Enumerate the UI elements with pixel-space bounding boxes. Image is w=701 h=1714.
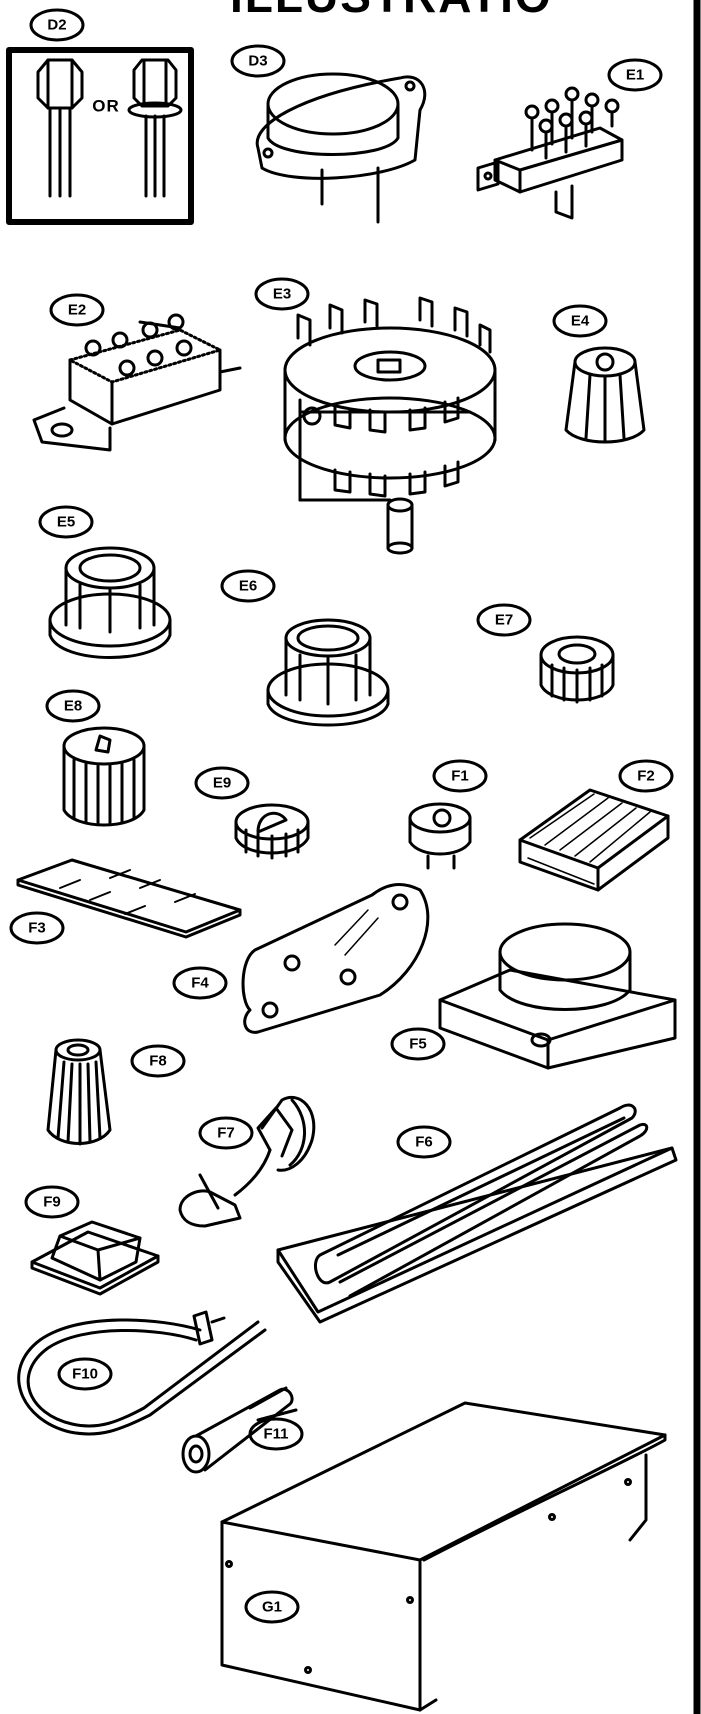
label-bubble-e7 [476, 603, 532, 637]
part-label-e5: E5 [57, 514, 75, 531]
label-bubble-e2 [49, 293, 105, 327]
d2-frame [6, 47, 194, 225]
knob-e9-drawing [234, 803, 310, 860]
part-d3: D3 [230, 44, 427, 224]
part-label-d2: D2 [47, 17, 66, 34]
part-label-e8: E8 [64, 698, 82, 715]
label-bubble-f2 [618, 759, 674, 793]
label-bubble-f3 [9, 911, 65, 945]
label-sheet-drawing [16, 858, 242, 939]
rubber-foot-drawing [30, 1220, 160, 1296]
bezel-e6-drawing [266, 618, 390, 727]
knob-e7-drawing [539, 635, 615, 704]
label-bubble-f6 [396, 1125, 452, 1159]
heatsink-pad-drawing [518, 788, 670, 892]
part-f6: F6 [276, 1103, 678, 1324]
d2-or-text: OR [92, 97, 120, 116]
part-label-e4: E4 [571, 313, 590, 330]
label-bubble-e5 [38, 505, 94, 539]
part-label-e2: E2 [68, 302, 86, 319]
part-e1: E1 [476, 58, 663, 220]
part-f5: F5 [390, 922, 677, 1070]
label-bubble-d2 [29, 8, 85, 42]
label-bubble-f9 [24, 1185, 80, 1219]
part-f8: F8 [46, 1038, 186, 1146]
part-label-f4: F4 [191, 975, 209, 992]
toggle-switch-dpdt-drawing [32, 313, 242, 452]
wire-nut-drawing [181, 1386, 298, 1474]
terminal-clip-drawing [178, 1096, 316, 1228]
label-bubble-f1 [432, 759, 488, 793]
label-bubble-f4 [172, 966, 228, 1000]
part-label-f1: F1 [451, 768, 469, 785]
transistor-to92-left-drawing [36, 58, 84, 198]
transistor-to18-right-drawing [127, 58, 183, 198]
part-e6: E6 [220, 569, 390, 727]
part-f7: F7 [178, 1096, 316, 1228]
part-label-f6: F6 [415, 1134, 433, 1151]
part-label-f7: F7 [217, 1125, 235, 1142]
part-label-d3: D3 [248, 53, 267, 70]
part-label-f11: F11 [263, 1426, 288, 1443]
label-bubble-g1 [244, 1590, 300, 1624]
part-label-f5: F5 [409, 1036, 427, 1053]
plastic-channel-strip-drawing [276, 1103, 678, 1324]
label-bubble-f8 [130, 1044, 186, 1078]
part-label-f8: F8 [149, 1053, 167, 1070]
knob-f8-drawing [46, 1038, 112, 1146]
label-bubble-f7 [198, 1116, 254, 1150]
label-bubble-e8 [45, 689, 101, 723]
part-d2: D2 OR [6, 8, 194, 225]
part-e4: E4 [552, 304, 646, 444]
part-e9: E9 [194, 766, 310, 860]
label-bubble-f10 [57, 1357, 113, 1391]
part-f9: F9 [24, 1185, 160, 1296]
part-label-f3: F3 [28, 920, 46, 937]
part-e8: E8 [45, 689, 146, 827]
knob-e4-drawing [564, 346, 646, 444]
bezel-e5-drawing [48, 546, 172, 659]
part-e2: E2 [32, 293, 242, 452]
page-header-title: ILLUSTRATIO [230, 0, 553, 22]
label-bubble-e6 [220, 569, 276, 603]
part-label-e7: E7 [495, 612, 513, 629]
part-e3: E3 [254, 277, 497, 555]
part-f4: F4 [172, 883, 430, 1034]
part-label-f10: F10 [72, 1366, 98, 1383]
part-label-e1: E1 [626, 67, 644, 84]
label-bubble-e3 [254, 277, 310, 311]
part-label-e3: E3 [273, 286, 291, 303]
rotary-switch-drawing [283, 296, 497, 555]
part-e5: E5 [38, 505, 172, 659]
label-bubble-f5 [390, 1027, 446, 1061]
part-f3: F3 [9, 858, 242, 945]
cabinet-cover-drawing [220, 1401, 667, 1712]
part-label-e6: E6 [239, 578, 257, 595]
knob-e8-drawing [62, 726, 146, 827]
label-bubble-d3 [230, 44, 286, 78]
part-label-f2: F2 [637, 768, 655, 785]
transistor-socket-drawing [438, 922, 677, 1070]
power-transistor-to3-drawing [255, 72, 427, 224]
slide-switch-dpdt-drawing [476, 86, 624, 220]
cable-tie-drawing [17, 1310, 267, 1436]
part-f10: F10 [17, 1310, 267, 1436]
part-label-g1: G1 [262, 1599, 282, 1616]
label-bubble-e4 [552, 304, 608, 338]
part-e7: E7 [476, 603, 615, 704]
part-label-e9: E9 [213, 775, 231, 792]
mica-insulator-drawing [241, 883, 430, 1034]
part-label-f9: F9 [43, 1194, 61, 1211]
part-f2: F2 [518, 759, 674, 892]
label-bubble-e9 [194, 766, 250, 800]
trimmer-potentiometer-drawing [408, 802, 472, 870]
part-f1: F1 [408, 759, 488, 870]
part-f11: F11 [181, 1386, 304, 1474]
label-bubble-e1 [607, 58, 663, 92]
part-g1: G1 [220, 1401, 667, 1712]
